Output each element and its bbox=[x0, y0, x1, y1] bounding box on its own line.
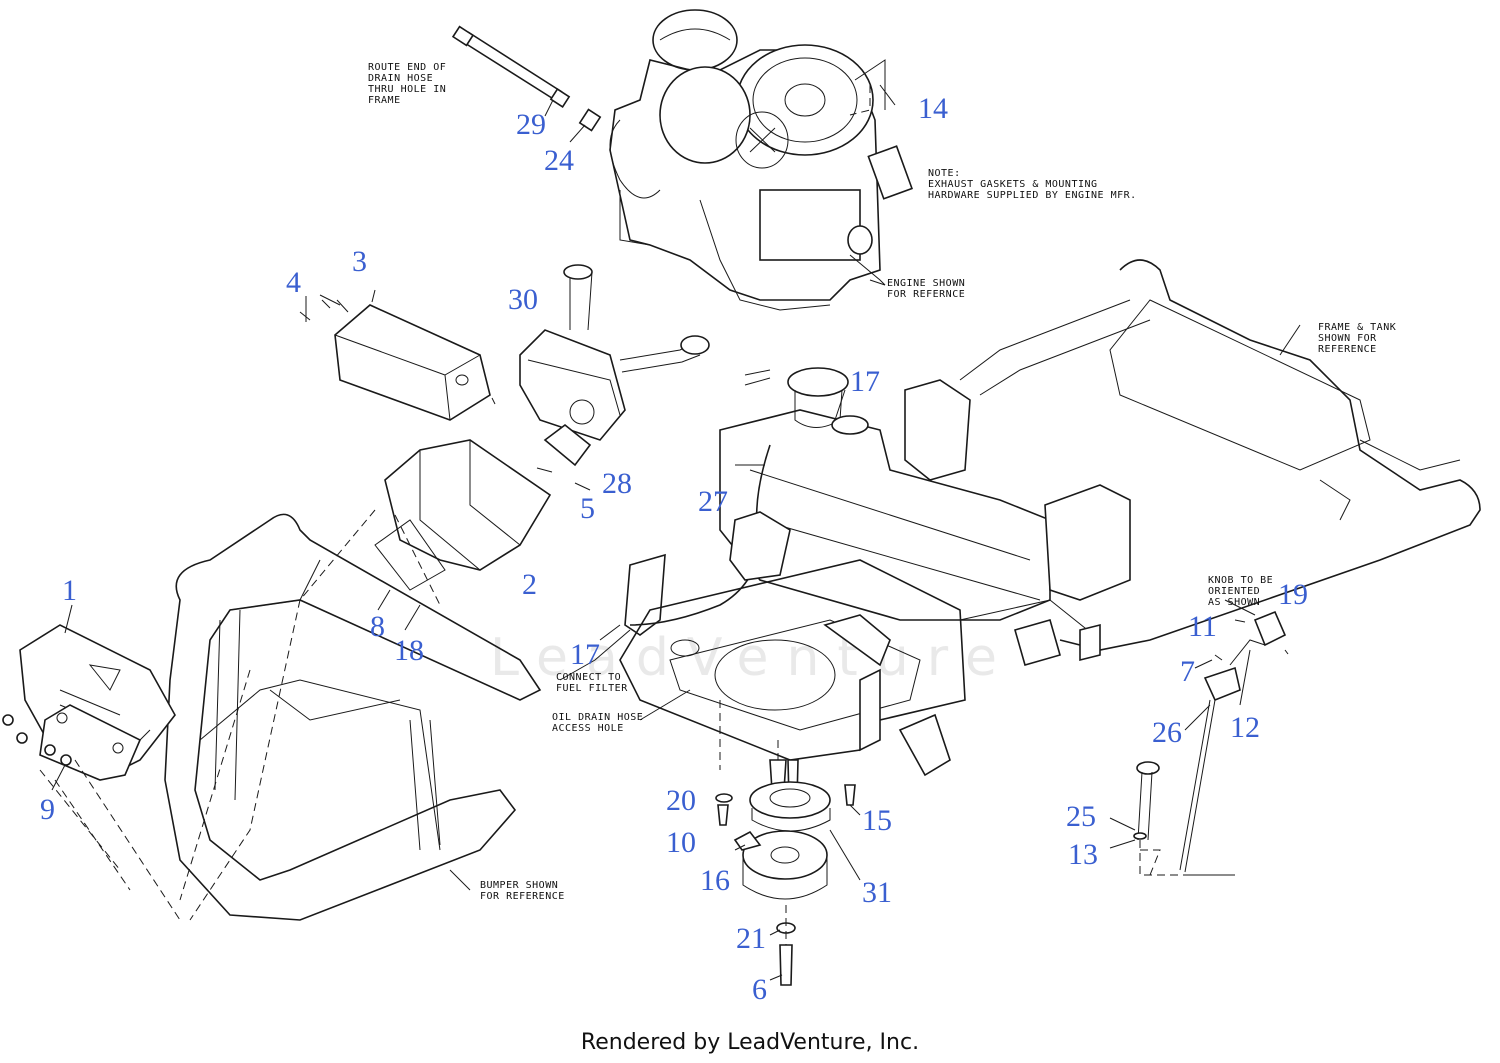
footer-credit: Rendered by LeadVenture, Inc. bbox=[580, 1030, 920, 1055]
leader-lines bbox=[51, 84, 1301, 981]
callout-26[interactable]: 26 bbox=[1152, 716, 1182, 749]
bumper-drawing bbox=[164, 513, 542, 921]
callout-24[interactable]: 24 bbox=[544, 144, 574, 177]
muffler-drawing bbox=[519, 264, 710, 467]
note-engine: ENGINE SHOWN FOR REFERNCE bbox=[887, 278, 966, 300]
callout-2[interactable]: 2 bbox=[522, 568, 537, 601]
callout-29[interactable]: 29 bbox=[516, 108, 546, 141]
callout-21[interactable]: 21 bbox=[736, 922, 766, 955]
callout-10[interactable]: 10 bbox=[666, 826, 696, 859]
callout-30[interactable]: 30 bbox=[508, 283, 538, 316]
callout-18[interactable]: 18 bbox=[394, 634, 424, 667]
clutch-drawing bbox=[715, 781, 831, 986]
note-bumper: BUMPER SHOWN FOR REFERENCE bbox=[480, 880, 565, 902]
callout-8[interactable]: 8 bbox=[370, 610, 385, 643]
note-drain-hose: ROUTE END OF DRAIN HOSE THRU HOLE IN FRA… bbox=[368, 62, 447, 106]
callout-20[interactable]: 20 bbox=[666, 784, 696, 817]
drain-hose-drawing bbox=[451, 25, 602, 143]
note-oil-drain: OIL DRAIN HOSE ACCESS HOLE bbox=[552, 712, 644, 734]
callout-12[interactable]: 12 bbox=[1230, 711, 1260, 744]
callout-17-lower[interactable]: 17 bbox=[570, 638, 600, 671]
engine-drawing bbox=[609, 9, 913, 311]
callout-19[interactable]: 19 bbox=[1278, 578, 1308, 611]
callout-25[interactable]: 25 bbox=[1066, 800, 1096, 833]
callout-4[interactable]: 4 bbox=[286, 266, 301, 299]
frame-tank-drawing bbox=[619, 259, 1481, 806]
callout-9[interactable]: 9 bbox=[40, 793, 55, 826]
choke-drawing bbox=[1133, 610, 1289, 876]
note-knob: KNOB TO BE ORIENTED AS SHOWN bbox=[1208, 575, 1274, 608]
callout-13[interactable]: 13 bbox=[1068, 838, 1098, 871]
callout-16[interactable]: 16 bbox=[700, 864, 730, 897]
note-fuel-filter: CONNECT TO FUEL FILTER bbox=[556, 672, 628, 694]
callout-11[interactable]: 11 bbox=[1188, 610, 1217, 643]
callout-7[interactable]: 7 bbox=[1180, 655, 1195, 688]
callout-5[interactable]: 5 bbox=[580, 492, 595, 525]
callout-14[interactable]: 14 bbox=[918, 92, 948, 125]
callout-3[interactable]: 3 bbox=[352, 245, 367, 278]
callout-15[interactable]: 15 bbox=[862, 804, 892, 837]
note-exhaust: NOTE: EXHAUST GASKETS & MOUNTING HARDWAR… bbox=[928, 168, 1137, 201]
cover-drawing bbox=[299, 296, 496, 421]
watermark: LeadVenture bbox=[490, 628, 1015, 688]
callout-27[interactable]: 27 bbox=[698, 485, 728, 518]
plate-drawing bbox=[2, 624, 181, 921]
note-frame-tank: FRAME & TANK SHOWN FOR REFERENCE bbox=[1318, 322, 1397, 355]
callout-17-upper[interactable]: 17 bbox=[850, 365, 880, 398]
callout-1[interactable]: 1 bbox=[62, 574, 77, 607]
callout-6[interactable]: 6 bbox=[752, 973, 767, 1006]
parts-diagram bbox=[2, 9, 1481, 986]
callout-28[interactable]: 28 bbox=[602, 467, 632, 500]
bracket-drawing bbox=[189, 439, 552, 921]
callout-31[interactable]: 31 bbox=[862, 876, 892, 909]
